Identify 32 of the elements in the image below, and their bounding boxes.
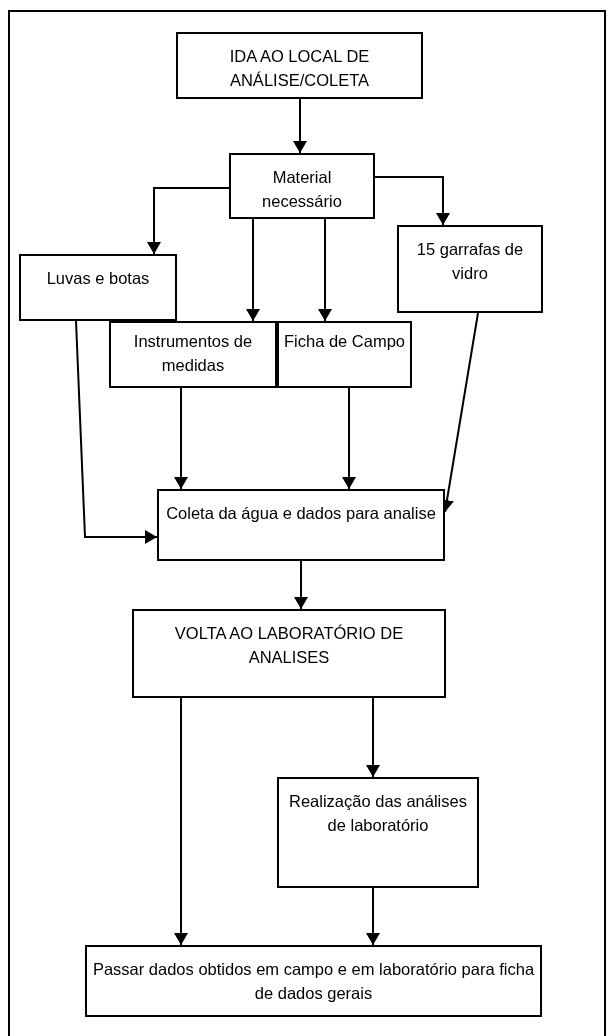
process-box [132,609,446,698]
arrow [246,218,260,322]
box-text: Ficha de Campo [283,331,406,352]
box-text: Luvas e botas [45,268,151,289]
process-box [19,254,177,321]
arrow [294,560,308,610]
process-box [397,225,543,313]
arrow [174,697,188,946]
box-text: Passar dados obtidos em campo e em laboratório para ficha de dados gerais [91,959,536,1004]
process-box [157,489,445,561]
process-box [109,321,277,388]
arrow [374,176,450,226]
arrow [366,887,380,946]
arrow [293,98,307,154]
process-box [277,777,479,888]
box-text: Coleta da água e dados para analise [165,503,437,524]
box-text: IDA AO LOCAL DE ANÁLISE/COLETA [228,46,371,91]
process-box [176,32,423,99]
box-text: 15 garrafas de vidro [415,239,525,284]
box-text: Instrumentos de medidas [132,331,254,376]
arrow [318,218,332,322]
arrow [174,387,188,490]
arrow [366,697,380,778]
arrow [147,187,230,255]
process-box [85,945,542,1017]
process-box [229,153,375,219]
arrow [75,320,158,544]
box-text: Material necessário [261,167,343,212]
box-text: VOLTA AO LABORATÓRIO DE ANALISES [173,623,405,668]
box-text: Realização das análises de laboratório [288,791,468,836]
process-box [277,321,412,388]
arrow [342,387,356,490]
